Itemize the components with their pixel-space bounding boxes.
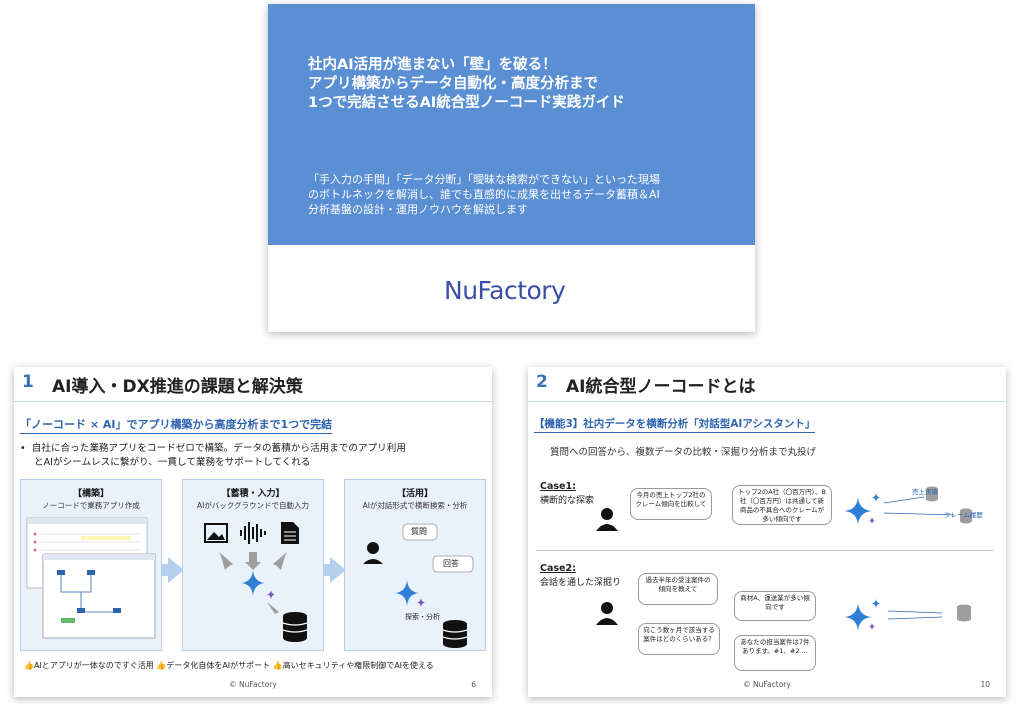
bullet-text: • 自社に合った業務アプリをコードゼロで構築。データの蓄積から活用までのアプリ利…: [20, 442, 490, 470]
slide-title: AI導入・DX推進の課題と解決策: [52, 377, 303, 397]
cover-title-line: 1つで完結させるAI統合型ノーコード実践ガイド: [308, 95, 625, 111]
page-number: 6: [471, 680, 476, 689]
case2-answer2-bubble: あなたの担当案件は7件あります。#1、#2 …: [734, 635, 816, 671]
cover-title-line: アプリ構築からデータ自動化・高度分析まで: [308, 76, 598, 92]
cover-subtitle: 「手入力の手間」「データ分断」「曖昧な検索ができない」といった現場 のボトルネッ…: [308, 172, 660, 217]
section-number: 1: [22, 372, 34, 392]
audio-wave-icon: [240, 522, 266, 544]
bullet-line: とAIがシームレスに繋がり、一貫して業務をサポートしてくれる: [34, 457, 311, 468]
panel-title: 【蓄積・入力】: [221, 489, 285, 499]
slide-footer: © NuFactory: [229, 680, 277, 689]
person-icon: [596, 508, 618, 531]
cover-subtitle-line: 「手入力の手間」「データ分断」「曖昧な検索ができない」といった現場: [308, 173, 660, 186]
bullet-line: 自社に合った業務アプリをコードゼロで構築。データの蓄積から活用までのアプリ利用: [31, 443, 406, 454]
arrow-body: [324, 564, 332, 576]
benefit-item: データ化自体をAIがサポート: [166, 661, 271, 670]
cover-title-line: 社内AI活用が進まない「壁」を破る！: [308, 57, 557, 73]
arrow-body: [162, 564, 170, 576]
search-analysis-label: 探索・分析: [405, 613, 440, 621]
cover-slide[interactable]: 社内AI活用が進まない「壁」を破る！ アプリ構築からデータ自動化・高度分析まで …: [268, 4, 755, 332]
data-input-illustration: [204, 522, 308, 642]
document-icon: [281, 522, 299, 544]
case1-desc: 横断的な探索: [540, 496, 595, 506]
slide-subtitle: 「ノーコード × AI」でアプリ構築から高度分析まで1つで完結: [20, 416, 333, 434]
benefits-line: 👍AIとアプリが一体なのですぐ活用 👍データ化自体をAIがサポート 👍高いセキュ…: [24, 660, 434, 671]
slide-subtitle: 【機能3】社内データを横断分析「対話型AIアシスタント」: [534, 416, 816, 433]
arrow-right-icon: [330, 557, 346, 583]
panel-desc: ノーコードで業務アプリ作成: [42, 501, 140, 510]
chat-illustration: [363, 523, 474, 648]
database-icon: [443, 620, 467, 648]
question-label: 質問: [411, 527, 427, 536]
benefit-item: 高いセキュリティや権限制御でAIを使える: [282, 661, 434, 670]
panel-store: 【蓄積・入力】 AIがバックグラウンドで自動入力: [182, 479, 324, 651]
case2-question1-bubble: 過去半年の受注案件の傾向を教えて: [638, 573, 718, 605]
cover-blue-panel: [268, 4, 755, 245]
panel-desc: AIが対話形式で横断検索・分析: [362, 501, 468, 510]
ai-sparkle-icon: [844, 497, 872, 525]
sales-db-label: 売上実績: [912, 488, 938, 496]
panel-desc: AIがバックグラウンドで自動入力: [196, 501, 310, 510]
claim-db-label: クレーム履歴: [944, 511, 983, 519]
slide-description: 質問への回答から、複数データの比較・深掘り分析まで丸投げ: [550, 447, 817, 458]
header-divider: [528, 401, 1006, 402]
database-icon: [283, 612, 307, 642]
thumbs-up-icon: 👍: [24, 661, 34, 670]
image-icon: [204, 523, 228, 543]
case1-label: Case1:: [540, 481, 576, 492]
app-screenshot-icon: [26, 517, 156, 639]
slide-10[interactable]: 2 AI統合型ノーコードとは 【機能3】社内データを横断分析「対話型AIアシスタ…: [528, 367, 1006, 697]
case2-answer1-bubble: 商材A、運送業が多い傾向です: [734, 591, 816, 621]
slide-footer: © NuFactory: [743, 680, 791, 689]
arrow-right-icon: [168, 557, 184, 583]
person-icon: [596, 602, 618, 625]
nufactory-logo: NuFactory: [444, 276, 566, 305]
panel-title: 【構築】: [72, 489, 109, 499]
person-icon: [363, 542, 383, 564]
case2-flow: [844, 599, 971, 631]
cover-subtitle-line: のボトルネックを解消し、誰でも直感的に成果を出せるデータ蓄積＆AI: [308, 188, 660, 201]
panel-use: 【活用】 AIが対話形式で横断検索・分析 質問 回答 探索・分析: [344, 479, 486, 651]
case1-flow: [844, 486, 972, 525]
ai-sparkle-icon: [844, 603, 872, 631]
ai-sparkle-icon: [241, 570, 265, 596]
page-number: 10: [980, 680, 990, 689]
answer-label: 回答: [443, 559, 459, 568]
bullet-dot: •: [20, 443, 32, 454]
panel-build: 【構築】 ノーコードで業務アプリ作成: [20, 479, 162, 651]
slide-6[interactable]: 1 AI導入・DX推進の課題と解決策 「ノーコード × AI」でアプリ構築から高…: [14, 367, 492, 697]
ai-sparkle-icon: [395, 580, 419, 606]
cover-subtitle-line: 分析基盤の設計・運用ノウハウを解説します: [308, 203, 528, 216]
case2-label: Case2:: [540, 563, 576, 574]
slide-header: 2 AI統合型ノーコードとは: [528, 367, 1006, 397]
slide-title: AI統合型ノーコードとは: [566, 377, 756, 397]
header-divider: [14, 401, 492, 402]
case2-desc: 会話を通した深掘り: [540, 578, 622, 588]
case-divider: [536, 550, 994, 551]
slide-header: 1 AI導入・DX推進の課題と解決策: [14, 367, 492, 397]
panel-title: 【活用】: [396, 489, 433, 499]
case2-question2-bubble: 向こう数ヶ月で該当する案件はどのくらいある？: [638, 623, 720, 655]
cover-title: 社内AI活用が進まない「壁」を破る！ アプリ構築からデータ自動化・高度分析まで …: [308, 56, 625, 113]
case1-question-bubble: 今月の売上トップ2社のクレーム傾向を比較して: [630, 488, 712, 520]
section-number: 2: [536, 372, 548, 392]
case1-answer-bubble: トップ2のA社（〇百万円）、B社（〇百万円）は共通して新商品の不具合へのクレーム…: [732, 485, 832, 525]
thumbs-up-icon: 👍: [156, 661, 167, 670]
thumbs-up-icon: 👍: [272, 661, 283, 670]
benefit-item: AIとアプリが一体なのですぐ活用: [33, 661, 154, 670]
